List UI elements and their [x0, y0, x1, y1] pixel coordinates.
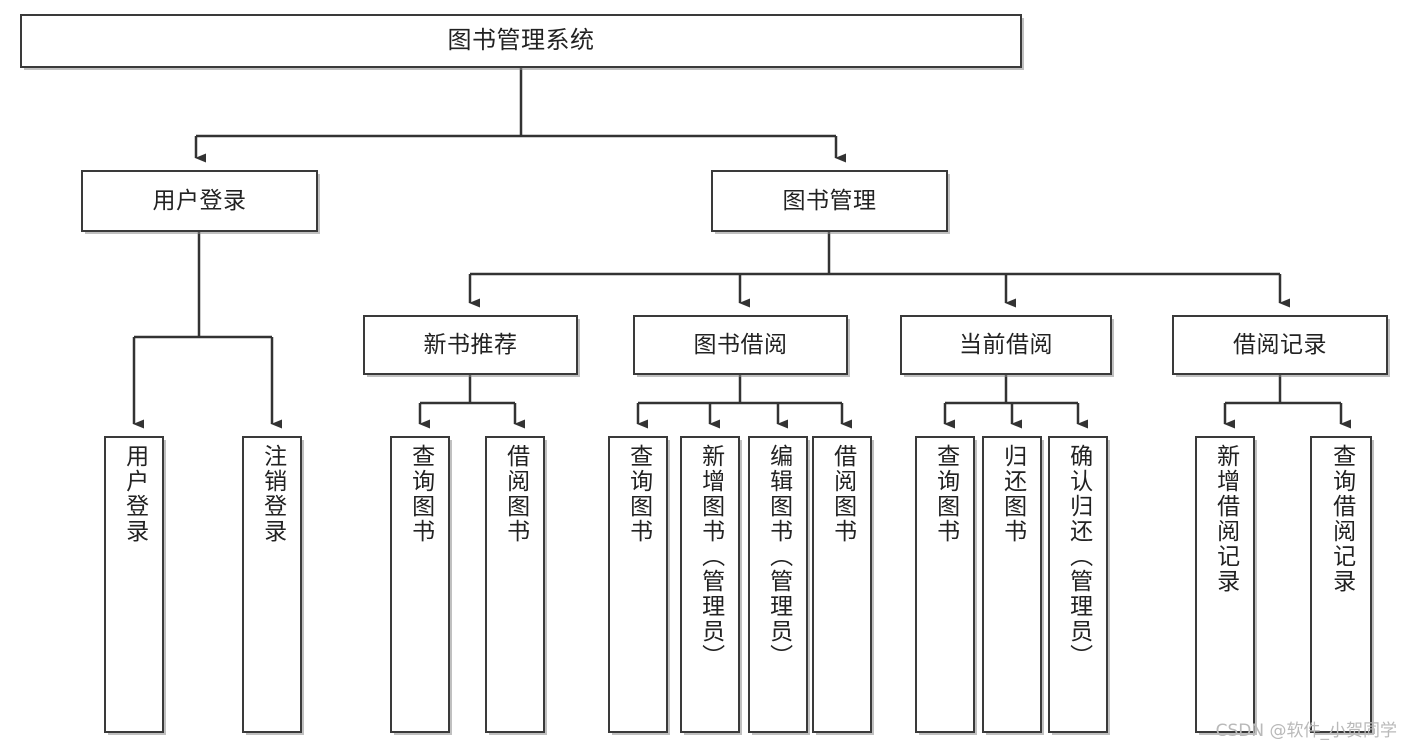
csdn-watermark: CSDN @软件_小贺同学 [1215, 721, 1397, 741]
node-leaf-confirm-return[interactable]: 确认归还（管理员） [1048, 436, 1108, 733]
node-label: 查询图书 [932, 444, 959, 544]
node-borrow-record[interactable]: 借阅记录 [1172, 315, 1388, 375]
node-label: 当前借阅 [959, 331, 1053, 358]
node-leaf-return-book[interactable]: 归还图书 [982, 436, 1042, 733]
node-label: 查询借阅记录 [1328, 444, 1355, 594]
node-label: 借阅记录 [1233, 331, 1327, 358]
node-leaf-logout[interactable]: 注销登录 [242, 436, 302, 733]
node-leaf-query-borrow-record[interactable]: 查询借阅记录 [1310, 436, 1372, 733]
node-leaf-query-book-current[interactable]: 查询图书 [915, 436, 975, 733]
node-label: 用户登录 [152, 187, 247, 214]
node-leaf-borrow-book-recommend[interactable]: 借阅图书 [485, 436, 545, 733]
node-current-borrow[interactable]: 当前借阅 [900, 315, 1112, 375]
node-label: 归还图书 [999, 444, 1026, 544]
node-label: 用户登录 [121, 444, 148, 544]
node-label: 注销登录 [259, 444, 286, 544]
node-book-management[interactable]: 图书管理 [711, 170, 948, 232]
node-label: 新增图书（管理员） [697, 444, 724, 669]
node-label: 编辑图书（管理员） [765, 444, 792, 669]
node-leaf-edit-book[interactable]: 编辑图书（管理员） [748, 436, 808, 733]
node-label: 新书推荐 [423, 331, 518, 358]
node-label: 图书借阅 [693, 331, 788, 358]
node-user-login[interactable]: 用户登录 [81, 170, 318, 232]
node-label: 图书管理系统 [447, 26, 595, 55]
node-label: 查询图书 [625, 444, 652, 544]
node-label: 新增借阅记录 [1212, 444, 1239, 594]
node-label: 确认归还（管理员） [1065, 444, 1092, 669]
node-label: 借阅图书 [829, 444, 856, 544]
node-new-book-recommend[interactable]: 新书推荐 [363, 315, 578, 375]
node-leaf-query-book-recommend[interactable]: 查询图书 [390, 436, 450, 733]
node-leaf-user-login[interactable]: 用户登录 [104, 436, 164, 733]
node-leaf-borrow-book[interactable]: 借阅图书 [812, 436, 872, 733]
node-leaf-add-borrow-record[interactable]: 新增借阅记录 [1195, 436, 1255, 733]
node-label: 借阅图书 [502, 444, 529, 544]
node-label: 查询图书 [407, 444, 434, 544]
node-leaf-query-book-borrow[interactable]: 查询图书 [608, 436, 668, 733]
node-root-system[interactable]: 图书管理系统 [20, 14, 1022, 68]
node-book-borrow[interactable]: 图书借阅 [633, 315, 848, 375]
node-label: 图书管理 [782, 187, 877, 214]
node-leaf-add-book[interactable]: 新增图书（管理员） [680, 436, 740, 733]
